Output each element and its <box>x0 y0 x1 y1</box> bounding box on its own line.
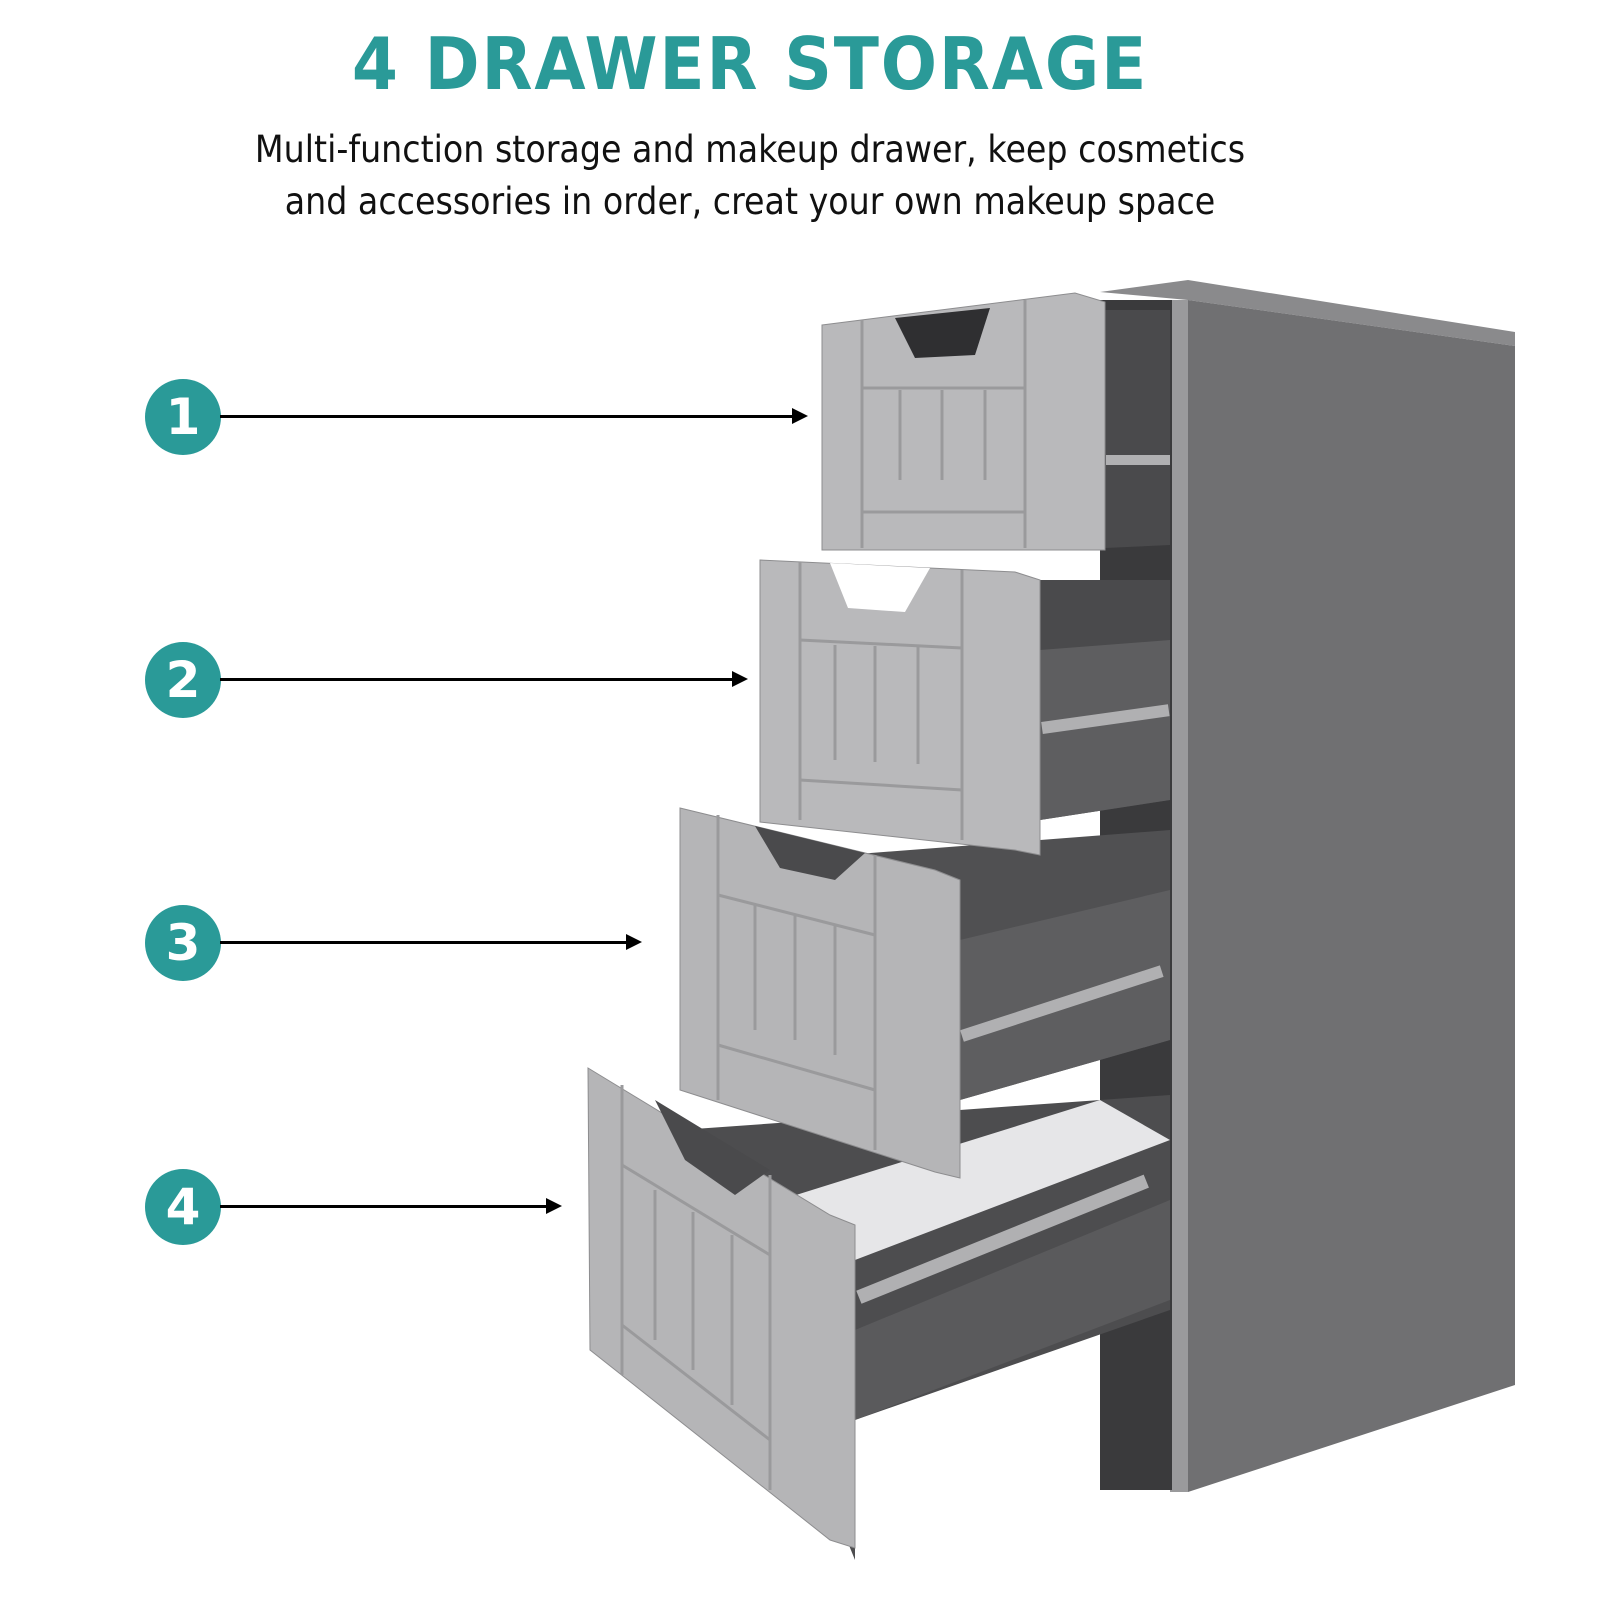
drawer-1-box <box>1105 310 1170 548</box>
cabinet-front-frame <box>1170 300 1188 1492</box>
page-title: 4 DRAWER STORAGE <box>351 22 1149 106</box>
drawer-1-badge: 1 <box>145 379 221 455</box>
drawer-4-front <box>587 1067 856 1549</box>
subtitle-line-1: Multi-function storage and makeup drawer… <box>254 128 1246 171</box>
drawer-3-badge: 3 <box>145 905 221 981</box>
subtitle-line-2: and accessories in order, creat your own… <box>284 180 1216 223</box>
cabinet-side <box>1188 300 1515 1492</box>
drawer-3-arrow <box>220 934 642 950</box>
drawer-2-badge: 2 <box>145 642 221 718</box>
drawer-4-badge: 4 <box>145 1169 221 1245</box>
drawer-4-arrow <box>220 1198 562 1214</box>
cabinet-top <box>1100 280 1515 346</box>
drawer-2-front <box>759 559 1041 856</box>
drawer-1-arrow <box>220 408 808 424</box>
drawer-1-front <box>821 292 1106 551</box>
drawer-2-arrow <box>220 671 748 687</box>
drawer-3-front <box>679 807 961 1179</box>
